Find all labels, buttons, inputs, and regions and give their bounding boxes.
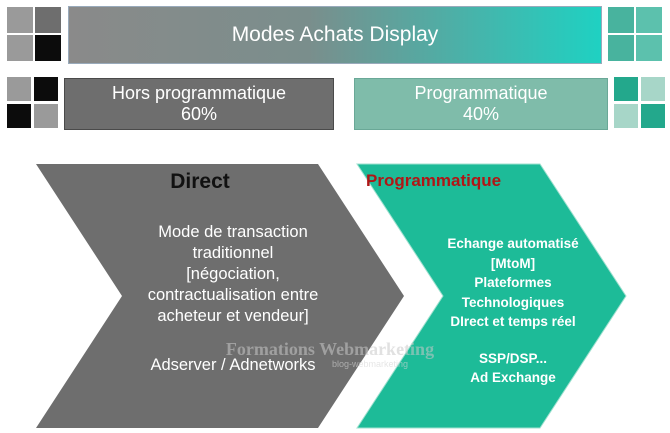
deco-square <box>608 7 634 33</box>
programmatique-chevron <box>356 163 627 429</box>
programmatique-label: Programmatique <box>414 83 548 103</box>
programmatique-description-line: [MtoM] <box>490 255 536 271</box>
direct-description-line: [négociation, <box>186 265 280 283</box>
programmatique-description-line: Plateformes <box>474 275 552 290</box>
deco-square <box>608 35 634 61</box>
programmatique-description-line: DIrect et temps réel <box>450 314 576 329</box>
page-title: Modes Achats Display <box>231 23 439 46</box>
direct-description-line: contractualisation entre <box>147 286 319 304</box>
deco-square <box>636 35 662 61</box>
direct-description: Mode de transaction traditionnel [négoci… <box>118 222 348 327</box>
programmatique-description: Echange automatisé [MtoM] Plateformes Te… <box>420 234 606 332</box>
deco-square <box>35 35 61 61</box>
direct-description-line: Mode de transaction <box>158 223 308 241</box>
deco-square <box>7 35 33 61</box>
watermark-subtext: blog-webmarketing <box>331 359 409 369</box>
deco-square <box>35 7 61 33</box>
watermark-text: Formations Webmarketing <box>225 339 435 359</box>
programmatique-description-line: Technologiques <box>461 294 565 310</box>
deco-square <box>636 7 662 33</box>
deco-square <box>7 77 31 101</box>
programmatique-description-line: Echange automatisé <box>447 236 579 251</box>
programmatique-banner: Programmatique 40% <box>354 78 608 130</box>
deco-square <box>641 77 665 101</box>
direct-tools: Adserver / Adnetworks <box>150 356 316 374</box>
deco-square <box>7 104 31 128</box>
direct-description-line: acheteur et vendeur] <box>157 307 309 325</box>
deco-square <box>7 7 33 33</box>
programmatique-title: Programmatique <box>366 171 502 190</box>
deco-square <box>34 104 58 128</box>
hors-programmatique-share: 60% <box>180 104 218 124</box>
deco-square <box>614 104 638 128</box>
direct-chevron <box>36 164 404 428</box>
deco-square <box>614 77 638 101</box>
programmatique-tools: SSP/DSP... Ad Exchange <box>420 349 606 387</box>
programmatique-tools-line: Ad Exchange <box>470 370 556 385</box>
direct-description-line: traditionnel <box>192 244 274 262</box>
deco-square <box>34 77 58 101</box>
programmatique-share: 40% <box>462 104 500 124</box>
direct-title: Direct <box>170 170 230 193</box>
hors-programmatique-label: Hors programmatique <box>111 83 287 103</box>
deco-square <box>641 104 665 128</box>
title-banner: Modes Achats Display <box>68 6 602 64</box>
programmatique-tools-line: SSP/DSP... <box>478 351 548 366</box>
hors-programmatique-banner: Hors programmatique 60% <box>64 78 334 130</box>
